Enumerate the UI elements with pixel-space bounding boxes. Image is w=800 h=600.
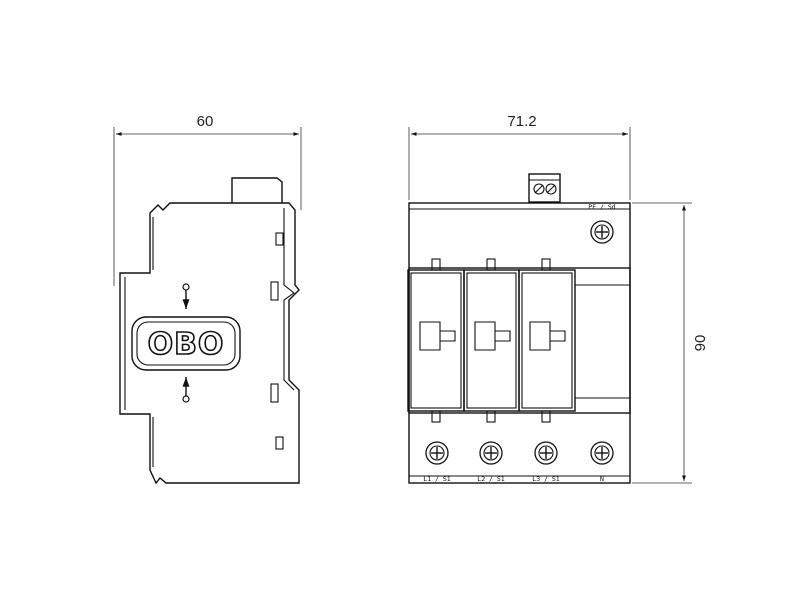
release-arrow-bottom xyxy=(182,377,190,403)
side-view: 60 OBO xyxy=(113,113,302,485)
logo-text: OBO xyxy=(148,327,225,362)
side-body-outline xyxy=(119,202,300,485)
slot-1 xyxy=(275,232,284,246)
slot-4 xyxy=(275,436,284,450)
slot-3 xyxy=(270,383,279,403)
module-band xyxy=(408,267,631,414)
pe-terminal-label: PE / Sd xyxy=(588,203,615,211)
terminal-label-l2: L2 / S1 xyxy=(477,475,504,483)
terminal-label-l1: L1 / S1 xyxy=(423,475,450,483)
protection-module-2 xyxy=(463,258,520,423)
front-width-dimension: 71.2 xyxy=(408,113,631,200)
side-width-dimension: 60 xyxy=(113,113,302,286)
protection-module-3 xyxy=(518,258,576,423)
protection-module-1 xyxy=(407,258,465,423)
front-width-label: 71.2 xyxy=(507,113,536,130)
side-width-label: 60 xyxy=(197,113,214,130)
obo-logo: OBO xyxy=(131,316,241,371)
pe-screw-icon xyxy=(590,220,614,244)
terminal-label-n: N xyxy=(600,475,604,483)
terminal-label-l3: L3 / S1 xyxy=(532,475,559,483)
terminal-screw-n-icon xyxy=(590,441,614,465)
front-view: 71.2 90 PE / Sd xyxy=(407,113,709,484)
terminal-screw-l1-icon xyxy=(425,441,449,465)
side-inner-contour xyxy=(124,208,295,467)
front-height-dimension: 90 xyxy=(632,202,709,484)
top-latch xyxy=(231,177,283,203)
front-height-label: 90 xyxy=(692,335,709,352)
terminal-screw-l2-icon xyxy=(479,441,503,465)
release-arrow-top xyxy=(182,283,190,309)
pe-terminal-block xyxy=(528,173,561,203)
terminal-screw-l3-icon xyxy=(534,441,558,465)
slot-2 xyxy=(270,281,279,301)
